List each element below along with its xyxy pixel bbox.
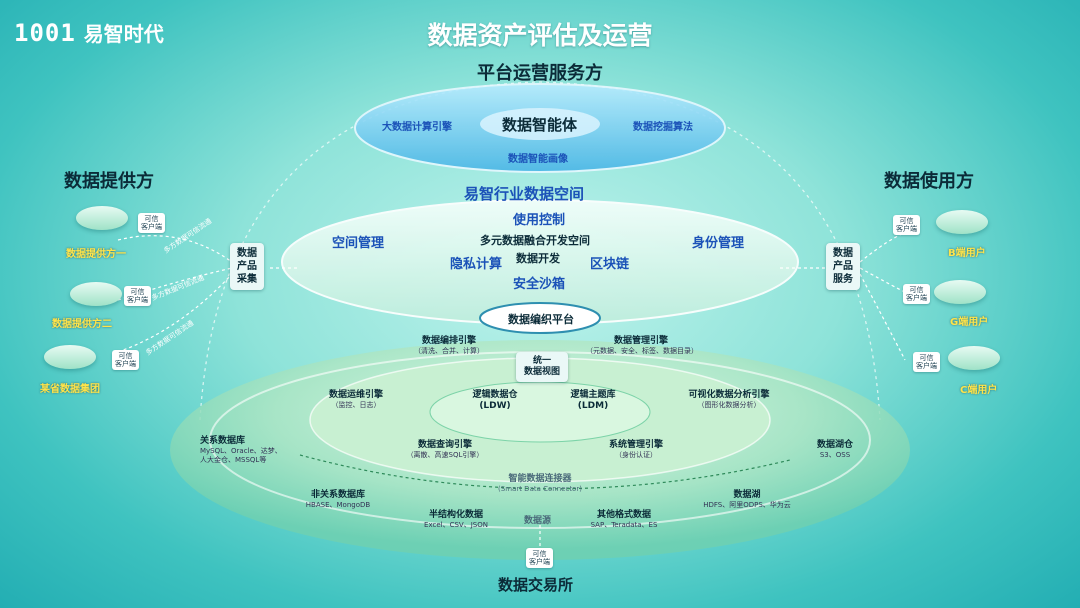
mining-algo-label: 数据挖掘算法: [633, 122, 693, 133]
engine-ldm: 逻辑主题库 (LDM): [558, 390, 628, 412]
smart-connector-name: 智能数据连接器: [508, 474, 572, 484]
engine-query: 数据查询引擎 （离散、高速SQL引擎）: [400, 440, 490, 460]
engine-governance: 数据管理引擎 （元数据、安全、标签、数据目录）: [586, 336, 698, 356]
brand-logo: 1001 易智时代: [14, 18, 164, 47]
unified-view-box: 统一 数据视图: [516, 352, 568, 382]
space-item-space-mgmt: 空间管理: [332, 236, 385, 251]
consumer-g-client: 可信 客户端: [903, 284, 930, 304]
consumer-c-label: C端用户: [960, 385, 998, 396]
consumer-g-icon: [934, 280, 986, 304]
engine-viz: 可视化数据分析引擎 （图形化数据分析）: [674, 390, 784, 410]
exchange-title: 数据交易所: [498, 576, 574, 594]
source-semi: 半结构化数据 Excel、CSV、JSON: [416, 510, 496, 530]
consumer-c-client: 可信 客户端: [913, 352, 940, 372]
consumer-g-label: G端用户: [950, 317, 989, 328]
engine-sysmgmt: 系统管理引擎 （身份认证）: [596, 440, 676, 460]
space-item-sandbox: 安全沙箱: [513, 277, 566, 292]
space-item-identity-mgmt: 身份管理: [692, 236, 745, 251]
provider-2-label: 数据提供方二: [52, 319, 112, 330]
service-box: 数据 产品 服务: [826, 243, 860, 290]
provider-title: 数据提供方: [64, 171, 154, 192]
source-nonrelational-name: 非关系数据库: [310, 490, 365, 500]
engine-ldw: 逻辑数据仓 (LDW): [460, 390, 530, 412]
engine-ldw-sub: (LDW): [479, 401, 511, 411]
source-nonrelational-desc: HBASE、MongoDB: [305, 501, 371, 509]
engine-ops-desc: （监控、日志）: [331, 401, 381, 409]
space-name: 易智行业数据空间: [464, 185, 585, 203]
provider-2-icon: [70, 282, 122, 306]
provider-3-client: 可信 客户端: [112, 350, 139, 370]
smart-connector-sub: (Smart Data Connector): [498, 485, 582, 493]
engine-ops: 数据运维引擎 （监控、日志）: [316, 390, 396, 410]
space-item-privacy: 隐私计算: [450, 257, 503, 272]
provider-3-label: 某省数据集团: [40, 384, 100, 395]
source-lakehouse-desc: S3、OSS: [819, 451, 851, 459]
collect-box: 数据 产品 采集: [230, 243, 264, 290]
source-semi-name: 半结构化数据: [428, 510, 483, 520]
source-relational: 关系数据库 MySQL、Oracle、达梦、 人大金仓、MSSQL等: [200, 436, 290, 465]
engine-viz-name: 可视化数据分析引擎: [688, 390, 770, 400]
provider-2-client: 可信 客户端: [124, 286, 151, 306]
engine-ops-name: 数据运维引擎: [328, 390, 383, 400]
source-other: 其他格式数据 SAP、Teradata、ES: [584, 510, 664, 530]
provider-3-icon: [44, 345, 96, 369]
engine-query-name: 数据查询引擎: [417, 440, 472, 450]
source-other-name: 其他格式数据: [596, 510, 651, 520]
engine-query-desc: （离散、高速SQL引擎）: [406, 451, 484, 459]
logo-mark: 1001: [14, 18, 76, 47]
engine-ldw-name: 逻辑数据仓: [472, 390, 518, 400]
engine-ldm-sub: (LDM): [577, 401, 609, 411]
weaving-hub: [479, 302, 601, 334]
weaving-hub-label: 数据编织平台: [508, 313, 574, 326]
core-disk: [429, 381, 651, 443]
dome-arc: [199, 81, 881, 421]
platform-label: 平台运营服务方: [477, 63, 603, 84]
space-item-fusion: 多元数据融合开发空间: [480, 234, 590, 247]
consumer-b-icon: [936, 210, 988, 234]
engine-orchestration: 数据编排引擎 （清洗、合并、计算）: [404, 336, 494, 356]
source-relational-desc: MySQL、Oracle、达梦、 人大金仓、MSSQL等: [200, 447, 282, 464]
provider-1-icon: [76, 206, 128, 230]
engine-viz-desc: （图形化数据分析）: [697, 401, 761, 409]
consumer-b-label: B端用户: [948, 248, 986, 259]
datasource-label: 数据源: [524, 516, 552, 526]
engine-orchestration-name: 数据编排引擎: [421, 336, 476, 346]
source-lake: 数据湖 HDFS、阿里ODPS、华为云: [702, 490, 792, 510]
source-nonrelational: 非关系数据库 HBASE、MongoDB: [290, 490, 386, 510]
space-item-use-control: 使用控制: [513, 213, 566, 228]
provider-1-label: 数据提供方一: [66, 249, 126, 260]
consumer-c-icon: [948, 346, 1000, 370]
top-core: [480, 108, 600, 140]
source-lake-desc: HDFS、阿里ODPS、华为云: [703, 501, 791, 509]
source-lakehouse: 数据湖仓 S3、OSS: [800, 440, 870, 460]
source-other-desc: SAP、Teradata、ES: [590, 521, 658, 529]
source-relational-name: 关系数据库: [200, 436, 246, 446]
engine-governance-name: 数据管理引擎: [613, 336, 668, 346]
space-item-blockchain: 区块链: [590, 257, 630, 272]
consumer-title: 数据使用方: [884, 171, 974, 192]
source-lakehouse-name: 数据湖仓: [816, 440, 853, 450]
engine-sysmgmt-desc: （身份认证）: [615, 451, 657, 459]
engine-governance-desc: （元数据、安全、标签、数据目录）: [586, 347, 698, 355]
compute-engine-label: 大数据计算引擎: [382, 122, 452, 133]
smart-connector: 智能数据连接器 (Smart Data Connector): [490, 474, 590, 494]
consumer-b-client: 可信 客户端: [893, 215, 920, 235]
page-title: 数据资产评估及运营: [427, 21, 653, 50]
portrait-label: 数据智能画像: [508, 154, 568, 165]
source-semi-desc: Excel、CSV、JSON: [424, 521, 488, 529]
source-lake-name: 数据湖: [733, 490, 761, 500]
engine-orchestration-desc: （清洗、合并、计算）: [414, 347, 484, 355]
data-agent-label: 数据智能体: [502, 116, 578, 134]
logo-name: 易智时代: [83, 22, 164, 46]
engine-sysmgmt-name: 系统管理引擎: [608, 440, 663, 450]
space-item-dev: 数据开发: [516, 252, 560, 265]
provider-1-client: 可信 客户端: [138, 213, 165, 233]
engine-ldm-name: 逻辑主题库: [570, 390, 616, 400]
exchange-client: 可信 客户端: [526, 548, 553, 568]
